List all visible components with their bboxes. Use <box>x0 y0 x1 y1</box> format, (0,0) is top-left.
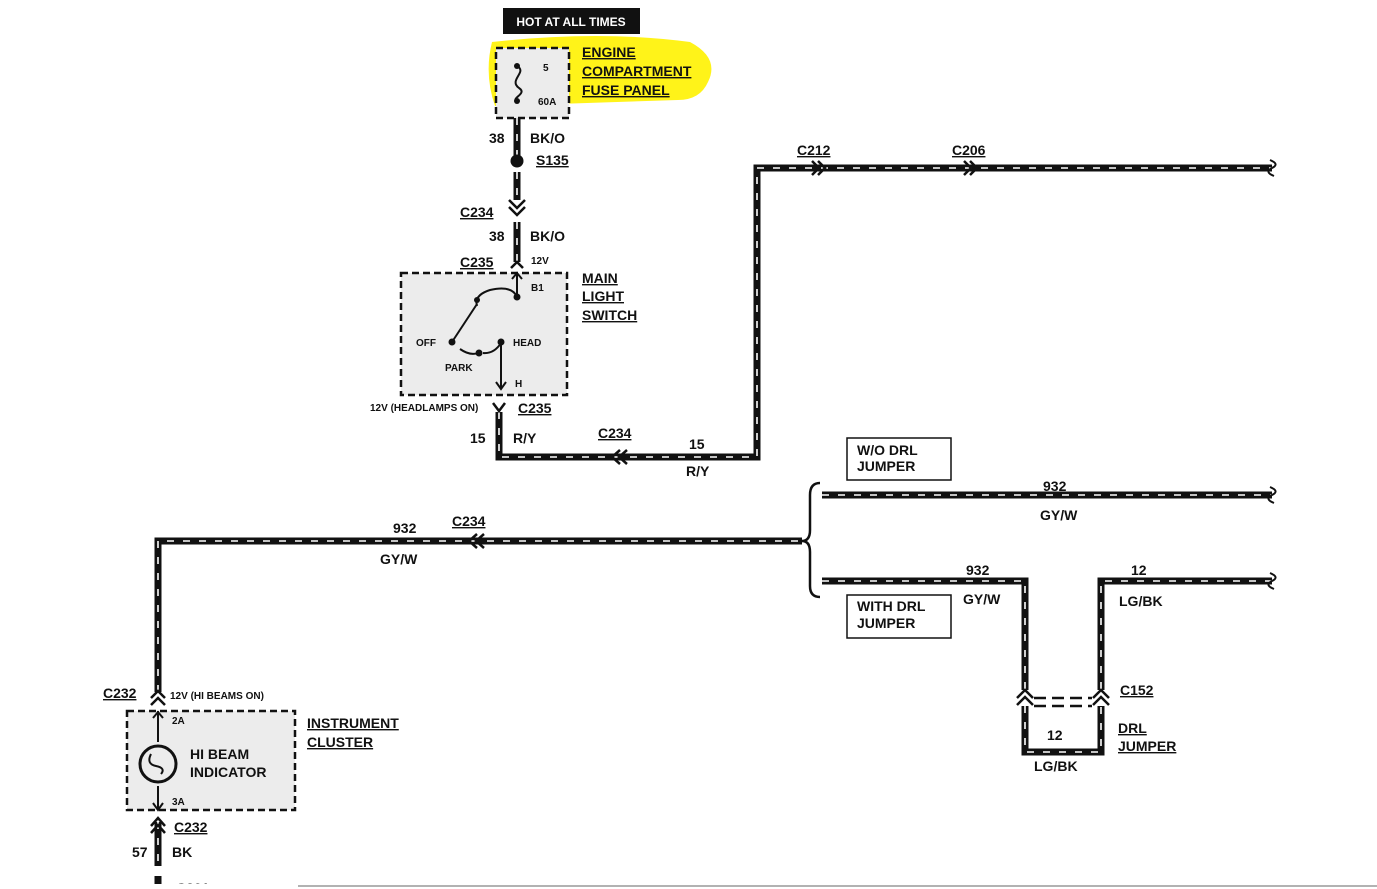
switch-pos-park: PARK <box>445 363 473 374</box>
connector-c212-symbol <box>811 160 827 176</box>
connector-c234-left: C234 <box>452 513 486 529</box>
switch-pos-off: OFF <box>416 338 436 349</box>
wire-end-lgbk <box>1267 572 1277 590</box>
wire-15-ry <box>495 164 1272 461</box>
switch-pin-b1: B1 <box>531 283 544 294</box>
wire-12-color-right: LG/BK <box>1119 593 1163 609</box>
wire-932-num-cluster: 932 <box>393 520 417 536</box>
switch-label-1: MAIN <box>582 270 618 286</box>
connector-c234-mid: C234 <box>598 425 632 441</box>
voltage-headlamps: 12V (HEADLAMPS ON) <box>370 403 478 414</box>
wire-38-num-b: 38 <box>489 228 505 244</box>
wire-12-drl-loop <box>1021 706 1105 756</box>
connector-c235-bottom: C235 <box>518 400 552 416</box>
wire-group <box>154 118 1272 889</box>
switch-contact-off <box>448 338 456 346</box>
connector-c152-right-symbol <box>1092 688 1110 706</box>
wire-12-color-bottom: LG/BK <box>1034 758 1078 774</box>
connector-c235-top: C235 <box>460 254 494 270</box>
connector-c206: C206 <box>952 142 986 158</box>
cluster-pin-2a: 2A <box>172 716 185 727</box>
cluster-label-2: CLUSTER <box>307 734 373 750</box>
wire-end-c206 <box>1267 159 1277 177</box>
cluster-pin-3a: 3A <box>172 797 185 808</box>
wire-12-num-bottom: 12 <box>1047 727 1063 743</box>
wo-drl-jumper-box <box>846 437 952 481</box>
switch-blade <box>451 303 478 343</box>
wire-932-color-cluster: GY/W <box>380 551 418 567</box>
fuse-panel-box <box>494 46 571 120</box>
wire-932-color-with: GY/W <box>963 591 1001 607</box>
wire-932-cluster <box>154 537 802 692</box>
wire-57-color: BK <box>172 844 192 860</box>
fuse-terminal-bottom <box>514 98 520 104</box>
voltage-hibeams: 12V (HI BEAMS ON) <box>170 691 264 702</box>
hot-label-box <box>503 8 640 34</box>
wire-15-color-a: R/Y <box>513 430 537 446</box>
connector-c234-left-symbol <box>467 533 485 549</box>
wire-15-num-b: 15 <box>689 436 705 452</box>
wire-12-num-right: 12 <box>1131 562 1147 578</box>
switch-pos-head: HEAD <box>513 338 541 349</box>
wire-932-color-wo: GY/W <box>1040 507 1078 523</box>
connector-c232-bottom-symbol <box>150 816 166 834</box>
drl-jumper-link <box>1034 696 1092 708</box>
hi-beam-bulb-icon <box>138 744 178 784</box>
wire-38-num-a: 38 <box>489 130 505 146</box>
connector-c152-left-symbol <box>1016 688 1034 706</box>
cluster-label-1: INSTRUMENT <box>307 715 399 731</box>
connector-c234-mid-symbol <box>610 449 628 465</box>
splice-s135-label: S135 <box>536 152 569 168</box>
connector-c232-bottom: C232 <box>174 819 208 835</box>
connector-c234-top: C234 <box>460 204 494 220</box>
switch-pin-h: H <box>515 379 522 390</box>
fuse-panel-label-3: FUSE PANEL <box>582 82 670 98</box>
drl-jumper-label-1: DRL <box>1118 720 1147 736</box>
splice-s135 <box>510 154 524 168</box>
connector-c235-top-symbol <box>510 260 524 269</box>
wire-932-num-with: 932 <box>966 562 990 578</box>
switch-label-2: LIGHT <box>582 288 624 304</box>
fuse-id: 5 <box>543 63 549 74</box>
fuse-panel-label-2: COMPARTMENT <box>582 63 692 79</box>
wire-15-num-a: 15 <box>470 430 486 446</box>
wire-end-wo-drl <box>1267 486 1277 504</box>
wire-38-color-b: BK/O <box>530 228 565 244</box>
switch-label-3: SWITCH <box>582 307 637 323</box>
connector-c232-top: C232 <box>103 685 137 701</box>
with-drl-label-2: JUMPER <box>857 615 915 631</box>
wo-drl-label-2: JUMPER <box>857 458 915 474</box>
with-drl-jumper-box <box>846 594 952 639</box>
hi-beam-label-2: INDICATOR <box>190 764 266 780</box>
wire-57-num: 57 <box>132 844 148 860</box>
connector-c206-symbol <box>963 160 979 176</box>
wire-15-color-b: R/Y <box>686 463 710 479</box>
hi-beam-label-1: HI BEAM <box>190 746 249 762</box>
connector-c152: C152 <box>1120 682 1154 698</box>
fuse-rating: 60A <box>538 97 556 108</box>
wire-932-num-wo: 932 <box>1043 478 1067 494</box>
connector-c212: C212 <box>797 142 831 158</box>
connector-c232-top-symbol <box>150 689 166 706</box>
option-brace <box>801 481 821 599</box>
hot-label: HOT AT ALL TIMES <box>516 15 625 29</box>
voltage-b1: 12V <box>531 256 549 267</box>
drl-jumper-label-2: JUMPER <box>1118 738 1176 754</box>
switch-contact-park <box>475 349 483 357</box>
fuse-panel-label-1: ENGINE <box>582 44 636 60</box>
fuse-terminal-top <box>514 63 520 69</box>
wire-38-color-a: BK/O <box>530 130 565 146</box>
wo-drl-label-1: W/O DRL <box>857 442 918 458</box>
with-drl-label-1: WITH DRL <box>857 598 926 614</box>
connector-c234-top-symbol <box>508 199 526 217</box>
connector-c235-bottom-symbol <box>492 402 506 414</box>
